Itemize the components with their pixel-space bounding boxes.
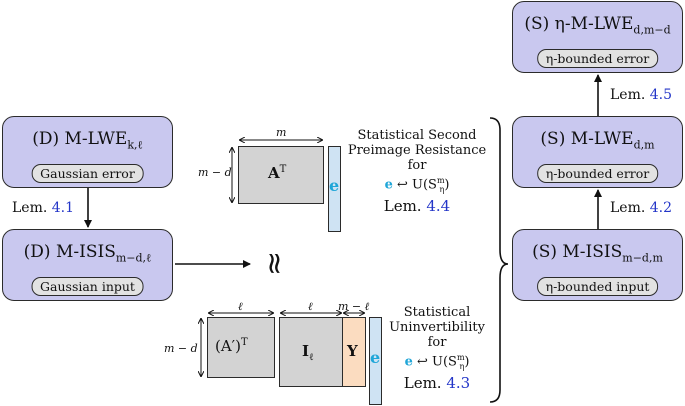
top-width-label: m (276, 126, 287, 139)
matrix-a-prime-label: (A′)T (215, 337, 248, 355)
vector-e-bottom-label: e (370, 348, 381, 367)
node-title: (D) M-LWEk,ℓ (32, 129, 143, 152)
bottom-height-label: m − d (164, 342, 198, 355)
vector-e-top-label: e (329, 176, 340, 195)
lemma-right-mid: Lem. 4.2 (610, 200, 673, 216)
node-title: (S) M-ISISm−d,m (532, 242, 663, 265)
lemma-left: Lem. 4.1 (12, 200, 75, 216)
node-title: (D) M-ISISm−d,ℓ (23, 242, 152, 265)
matrix-y (342, 317, 366, 387)
matrix-y-label: Y (347, 342, 358, 360)
top-height-label: m − d (198, 166, 232, 179)
node-mlwe-bounded: (S) M-LWEd,m η-bounded error (512, 116, 683, 188)
matrix-a-transpose (238, 146, 324, 204)
node-tag: Gaussian input (31, 277, 144, 296)
bottom-description: Statistical Uninvertibility for e ↩ U(Sm… (389, 305, 485, 392)
node-tag: η-bounded error (536, 164, 659, 183)
node-misis-bounded: (S) M-ISISm−d,m η-bounded input (512, 229, 683, 301)
lemma-right-top: Lem. 4.5 (610, 87, 673, 103)
node-eta-mlwe: (S) η-M-LWEd,m−d η-bounded error (512, 1, 683, 73)
matrix-identity (279, 317, 343, 387)
node-title: (S) η-M-LWEd,m−d (524, 14, 671, 37)
node-title: (S) M-LWEd,m (540, 129, 655, 152)
bottom-width2-label: ℓ (308, 300, 313, 313)
node-mlwe-gaussian: (D) M-LWEk,ℓ Gaussian error (2, 116, 173, 188)
node-tag: η-bounded error (536, 49, 659, 68)
matrix-a-label: AT (268, 164, 287, 182)
top-description: Statistical Second Preimage Resistance f… (347, 128, 487, 215)
node-misis-gaussian: (D) M-ISISm−d,ℓ Gaussian input (2, 229, 173, 301)
node-tag: Gaussian error (31, 164, 144, 183)
bottom-width1-label: ℓ (238, 300, 243, 313)
bottom-width3-label: m − ℓ (338, 300, 370, 313)
node-tag: η-bounded input (536, 277, 659, 296)
vector-e-top (328, 146, 341, 232)
matrix-identity-label: Iℓ (302, 342, 314, 363)
right-brace (489, 117, 509, 403)
matrix-a-prime-transpose (207, 317, 275, 378)
vector-e-bottom (369, 317, 382, 405)
